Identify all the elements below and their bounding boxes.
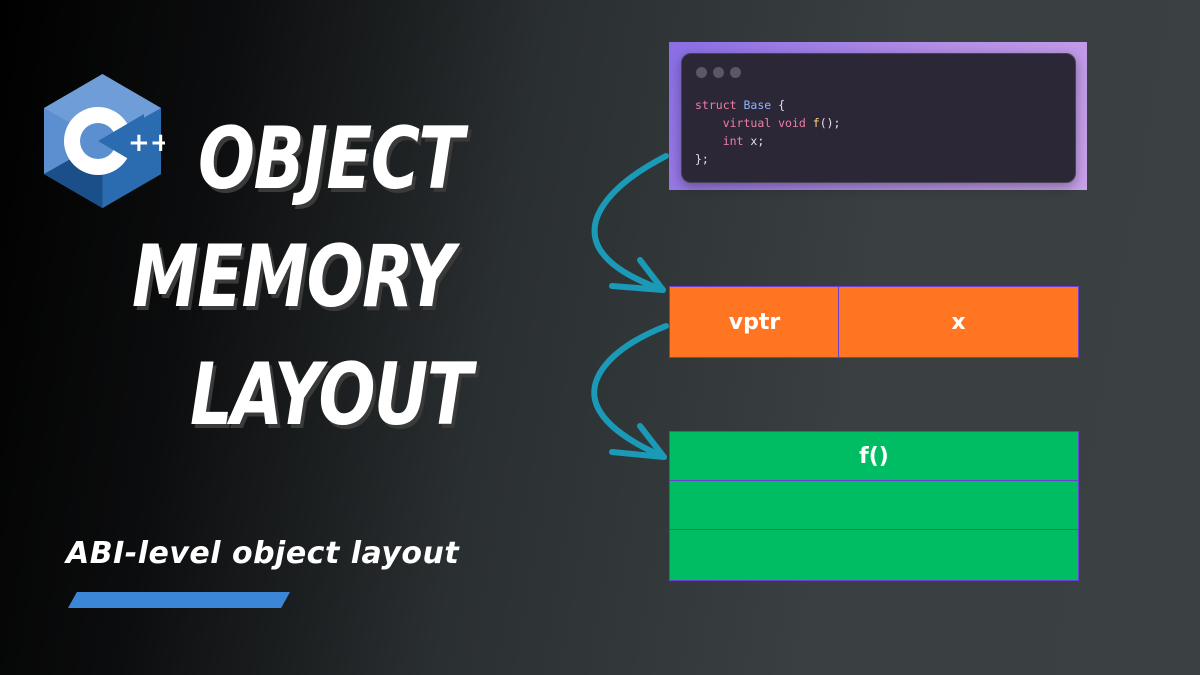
- vtable-slot-empty: [669, 529, 1079, 581]
- code-line-2: virtual void f();: [722, 116, 841, 130]
- object-cell-x: x: [838, 286, 1079, 358]
- logo-plus-text: ++: [128, 128, 165, 158]
- subtitle-underline: [68, 592, 290, 608]
- arrow-object-to-vtable: [591, 323, 669, 460]
- code-window: struct Base { virtual void f(); int x;};: [681, 53, 1076, 183]
- title-line-1: OBJECT: [198, 109, 464, 209]
- code-line-3: int x;: [722, 134, 765, 148]
- vtable-slot-f: f(): [669, 431, 1079, 482]
- vtable-slot-empty: [669, 480, 1079, 531]
- window-dot-icon: [713, 67, 724, 78]
- subtitle: ABI-level object layout: [66, 536, 460, 571]
- title-line-3: LAYOUT: [190, 345, 473, 445]
- arrow-code-to-object-head: [609, 257, 666, 293]
- code-line-1: struct Base {: [695, 98, 786, 112]
- code-frame: struct Base { virtual void f(); int x;};: [669, 42, 1087, 190]
- arrow-object-to-vtable-head: [609, 423, 667, 460]
- code-line-4: };: [695, 152, 709, 166]
- code-block: struct Base { virtual void f(); int x;};: [695, 96, 840, 168]
- window-dot-icon: [696, 67, 707, 78]
- object-cell-vptr: vptr: [669, 286, 840, 358]
- window-dot-icon: [730, 67, 741, 78]
- arrow-code-to-object: [591, 153, 669, 293]
- cpp-logo-icon: ++: [44, 74, 165, 208]
